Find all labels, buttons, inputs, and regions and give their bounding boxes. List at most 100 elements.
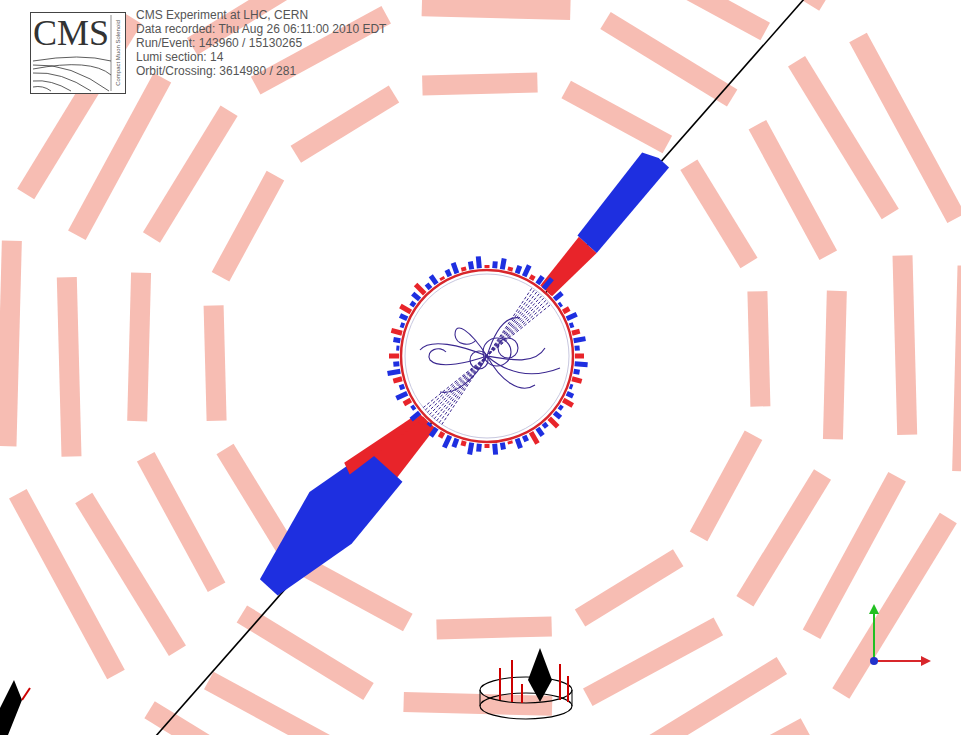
muon-chamber <box>204 305 227 421</box>
muon-chamber <box>736 469 831 606</box>
muon-chamber <box>690 430 763 541</box>
energy-deposit <box>485 444 490 448</box>
energy-deposit <box>438 431 445 439</box>
energy-deposit <box>562 398 574 408</box>
jet-axis <box>148 0 812 735</box>
muon-chamber <box>237 605 374 700</box>
muon-chamber <box>143 106 238 243</box>
energy-deposit <box>522 264 532 277</box>
energy-deposit <box>571 376 582 383</box>
event-info: CMS Experiment at LHC, CERN <box>136 8 308 22</box>
energy-deposit <box>468 261 474 270</box>
energy-deposit <box>387 369 401 376</box>
muon-chamber <box>749 120 837 260</box>
energy-deposit <box>391 328 403 336</box>
energy-deposit <box>400 322 405 328</box>
energy-deposit <box>574 345 579 350</box>
energy-deposit <box>492 443 498 454</box>
event-info: Lumi section: 14 <box>136 50 223 64</box>
calorimeter-towers <box>244 135 683 609</box>
energy-deposit <box>414 283 427 296</box>
energy-deposit <box>562 306 571 314</box>
energy-deposit <box>535 427 544 437</box>
energy-deposit <box>507 266 513 271</box>
energy-deposit <box>566 391 574 398</box>
energy-deposit <box>399 304 412 314</box>
energy-deposit <box>507 440 513 444</box>
energy-deposit <box>515 438 523 449</box>
energy-deposit <box>573 369 580 375</box>
muon-chamber <box>680 160 757 269</box>
energy-deposit <box>476 256 482 268</box>
energy-deposit <box>575 354 584 359</box>
energy-deposit <box>451 438 459 448</box>
calorimeter-tower <box>537 237 596 299</box>
energy-deposit <box>403 398 412 406</box>
muon-chamber <box>216 444 293 553</box>
muon-chamber <box>204 672 371 735</box>
calorimeter-tower <box>244 440 406 609</box>
energy-deposit <box>389 354 399 359</box>
energy-deposit <box>492 261 498 268</box>
muon-chamber <box>600 12 737 107</box>
energy-deposit <box>574 361 587 367</box>
energy-deposit <box>396 346 399 351</box>
energy-deposit <box>467 442 474 455</box>
energy-deposit <box>500 442 506 450</box>
energy-deposit <box>429 274 439 285</box>
muon-chamber <box>422 73 538 96</box>
energy-deposit <box>553 291 564 301</box>
muon-chamber <box>57 277 82 457</box>
energy-deposit <box>442 435 452 449</box>
energy-deposit <box>395 391 408 401</box>
jet-tracks <box>423 288 551 425</box>
energy-deposit <box>553 411 562 420</box>
energy-deposit <box>571 329 580 336</box>
muon-chamber <box>0 240 22 446</box>
muon-chamber <box>747 291 770 407</box>
energy-deposit <box>500 258 507 270</box>
event-info: Data recorded: Thu Aug 26 06:11:00 2010 … <box>136 22 386 36</box>
energy-deposit <box>566 312 578 321</box>
logo-text: CMS <box>33 15 109 51</box>
energy-deposit <box>529 431 540 445</box>
energy-deposit <box>445 269 452 277</box>
muon-chamber <box>832 513 957 699</box>
energy-deposit <box>476 443 482 451</box>
muon-chamber <box>137 452 225 592</box>
muon-chamber <box>603 0 770 40</box>
energy-deposit <box>393 361 399 367</box>
energy-deposit <box>485 265 490 268</box>
muon-chamber <box>302 559 413 632</box>
muon-chamber <box>620 718 810 735</box>
jet-track <box>423 304 551 407</box>
muon-chamber <box>561 81 672 154</box>
energy-deposit <box>429 427 439 438</box>
calorimeter-tower <box>341 403 419 485</box>
muon-chamber <box>624 657 787 735</box>
muon-chamber <box>403 692 552 716</box>
axis-indicator <box>869 604 931 666</box>
muon-chamber <box>893 255 918 435</box>
energy-deposit <box>569 322 574 328</box>
energy-deposit <box>411 292 421 302</box>
muon-chamber <box>212 171 285 282</box>
calorimeter-tower <box>572 147 672 253</box>
energy-deposit <box>410 411 422 422</box>
energy-deposit <box>522 435 529 443</box>
energy-deposit <box>569 384 574 390</box>
inset-views <box>0 648 572 735</box>
event-info: Orbit/Crossing: 3614980 / 281 <box>136 64 296 78</box>
muon-chamber <box>849 33 961 223</box>
muon-chamber <box>127 272 151 421</box>
energy-deposit <box>547 416 559 428</box>
muon-chamber <box>422 0 571 20</box>
muon-chamber <box>291 85 400 162</box>
energy-deposit <box>461 440 467 446</box>
muon-chamber <box>952 265 961 471</box>
tracker-boundary <box>401 270 573 442</box>
energy-deposit <box>399 384 405 390</box>
